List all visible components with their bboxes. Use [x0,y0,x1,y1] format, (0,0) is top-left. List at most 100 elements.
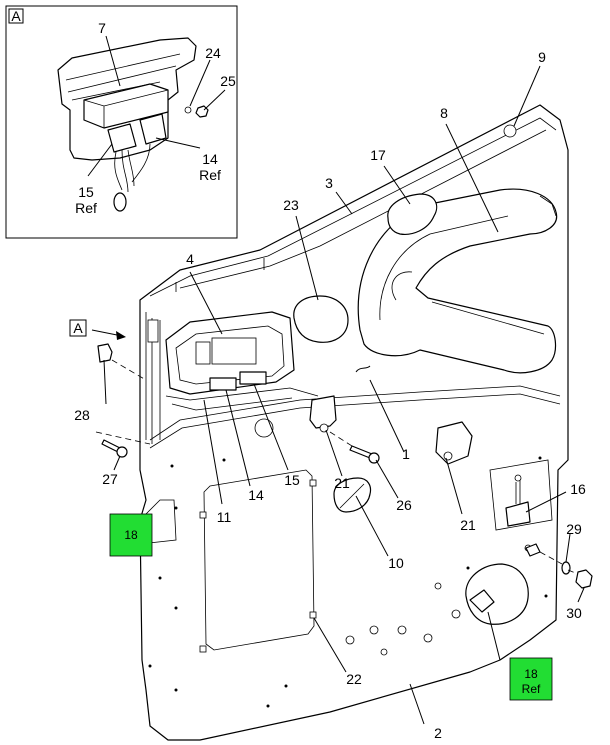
callout-14: 14 [248,487,264,503]
panel-studs [345,544,532,656]
dash-29 [539,551,563,565]
switch-bezel-inner [175,325,285,385]
bezel-lock-opening [195,341,211,365]
green-tag-right[interactable]: 18 Ref [509,657,553,701]
panel-dots [148,456,548,708]
callout-3: 3 [325,175,333,191]
screw-27-head [116,446,128,458]
cutout-clip-3 [309,479,317,487]
callout-10: 10 [388,555,404,571]
bracket-21-left [309,395,337,429]
armrest-tray-edge [165,387,319,401]
leader-7 [105,35,121,87]
tag-18-ref-number: 18 [524,667,538,681]
armrest-handle-end [539,195,557,217]
panel-mid-seam-inner [149,393,561,449]
leader-lines [103,65,585,725]
washer-29 [561,561,571,575]
panel-lower-left-notch [139,499,177,545]
door-trim-panel [139,104,569,741]
nut-30 [575,569,593,589]
callout-29: 29 [566,521,582,537]
armrest-tray-inner [171,397,293,411]
leader-28 [103,359,107,405]
detail-a-frame [5,5,238,239]
leader-1-tilde [355,365,371,373]
view-a-label: A [73,320,83,336]
leader-26 [375,459,399,499]
callout-16: 16 [570,481,586,497]
dash-26 [329,431,353,447]
cutout-clip-4 [309,611,317,619]
detail-a-label: A [11,8,21,24]
callout-8: 8 [440,105,448,121]
latch-recess [489,459,553,531]
callout-7: 7 [98,20,106,36]
loose-fasteners [97,343,593,589]
screw-26-head [368,452,380,464]
leader-10 [355,495,389,557]
tag-18-box[interactable] [109,513,153,557]
leader-22 [313,617,347,673]
dash-28 [111,359,147,381]
panel-left-clip [147,319,159,343]
leader-8 [445,123,499,233]
callout-4: 4 [186,251,194,267]
callout-22: 22 [346,671,362,687]
leader-1 [369,379,405,453]
window-switch-14 [209,377,237,391]
leader-18-ref [487,611,501,661]
cutout-clip-1 [199,511,207,519]
trim-clip-9 [503,124,517,138]
clip-28 [97,343,113,363]
inset-connector-right [139,113,167,145]
panel-rim-notches [175,258,265,292]
view-a-reference: A [69,319,126,340]
leader-17 [383,165,411,205]
callout-24: 24 [205,45,221,61]
alignment-lines [95,359,579,575]
tag-18-ref-suffix: Ref [522,682,541,696]
leader-21-left [325,429,343,477]
armrest-handle-contours [379,215,545,335]
leader-23 [295,215,319,301]
panel-mid-seam [149,385,561,441]
callout-21-left: 21 [334,475,350,491]
dash-30 [567,569,579,575]
callout-1: 1 [402,446,410,462]
callout-15-ref-number: 15 [78,184,94,200]
cutout-clip-2 [199,645,207,653]
leader-15 [253,383,289,471]
panel-upper-rim [149,117,557,297]
detail-a-label-box [8,8,24,24]
callout-30: 30 [566,605,582,621]
leader-3 [335,191,353,215]
green-tag-left[interactable]: 18 [109,513,153,557]
callout-25: 25 [220,73,236,89]
leader-25 [203,89,226,111]
leader-29 [565,533,571,563]
callout-26: 26 [396,497,412,513]
callout-17: 17 [370,147,386,163]
latch-rod-clip-16 [505,501,531,527]
leader-27 [113,455,121,471]
leader-30 [577,587,585,603]
inset-screw-24 [184,106,192,114]
detail-a-inset: A 7 24 25 14 Ref 15 Ref [5,5,238,239]
bracket-21-right-hole [443,451,453,461]
leader-9 [513,65,541,127]
leader-21-right [445,457,463,515]
lower-speaker-cutout [203,469,315,651]
inset-wire-harness [114,143,151,193]
bezel-switch-opening [211,337,257,365]
tag-18-ref-box[interactable] [509,657,553,701]
tray-recess [254,418,274,438]
callout-numbers: 4 3 17 23 8 9 28 27 11 14 15 21 26 1 10 … [74,49,586,741]
lock-switch-15 [239,371,267,385]
callout-15-ref-suffix: Ref [75,200,97,216]
callout-23: 23 [283,197,299,213]
pocket-recess-17 [387,193,438,235]
inset-housing-edges [83,89,169,128]
callout-28: 28 [74,407,90,423]
